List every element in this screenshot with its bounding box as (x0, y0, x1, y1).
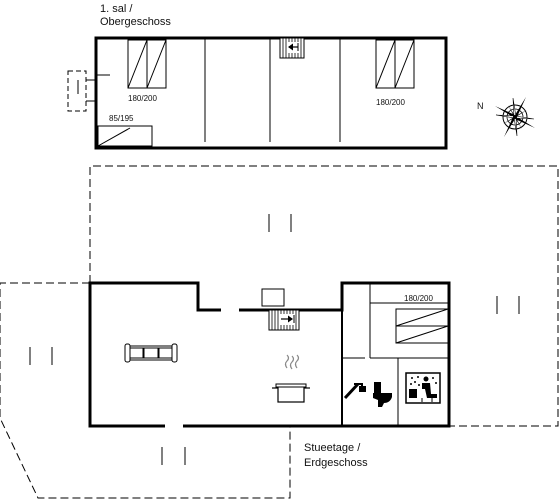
terrace-south-west (0, 282, 291, 499)
bed-ground-size: 180/200 (404, 294, 433, 303)
door-gap-south (165, 423, 183, 429)
ground-floor-label-line1: Stueetage / (304, 442, 361, 454)
terrace-outlines (0, 165, 559, 499)
chimney (261, 288, 285, 307)
bed-upper-left (127, 39, 167, 89)
compass-north-label: N (477, 101, 484, 111)
ground-floor-walls (88, 281, 451, 428)
bed-upper-right-size: 180/200 (376, 98, 405, 107)
bed-ground (395, 308, 449, 344)
sauna-icon (405, 372, 441, 404)
upper-floor-label-line2: Obergeschoss (100, 16, 171, 28)
upper-floor-walls (94, 36, 448, 150)
stairs-ground (268, 309, 300, 331)
cooking-pot-icon (272, 354, 310, 403)
compass-rose-icon (495, 97, 535, 137)
upper-floor-plan: 180/200 180/200 85/195 (67, 36, 448, 150)
sofa-icon (124, 343, 178, 363)
shower-icon (343, 382, 366, 400)
upper-floor-label-line1: 1. sal / (100, 3, 133, 15)
bed-upper-left-size: 180/200 (128, 94, 157, 103)
bed-upper-right (375, 39, 415, 89)
bed-upper-small-size: 85/195 (109, 114, 134, 123)
toilet-icon (373, 382, 392, 407)
terrace-marks (29, 214, 520, 465)
stairs-upper (279, 37, 305, 59)
terrace-north-east (89, 165, 559, 427)
upper-balcony (67, 70, 87, 112)
bed-upper-small (97, 125, 153, 147)
ground-floor-plan: 180/200 (88, 281, 451, 429)
ground-floor-label-line2: Erdgeschoss (304, 457, 368, 469)
door-gap-north (221, 307, 239, 313)
